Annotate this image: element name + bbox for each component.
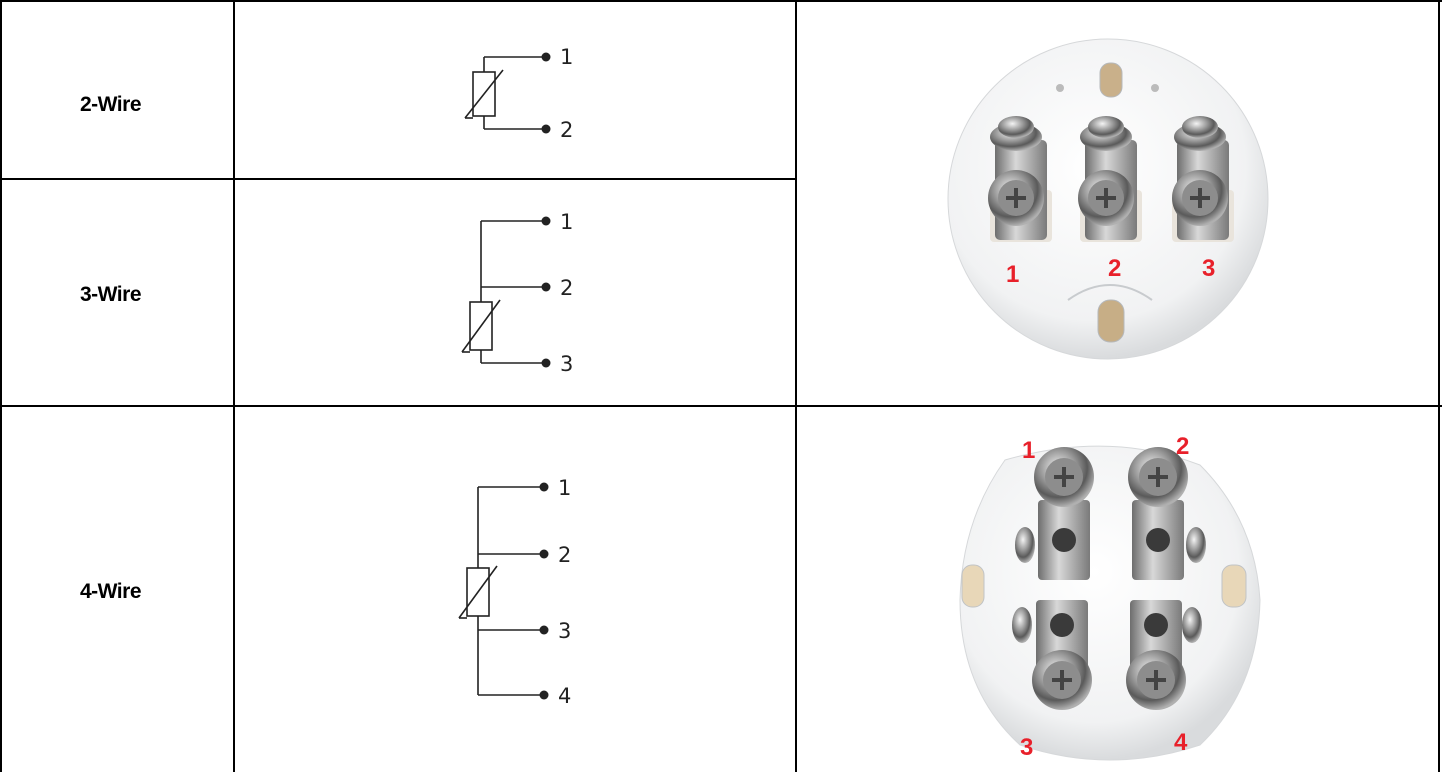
photo1-label-3: 3 [1202,255,1215,282]
table-border-top [0,0,1442,2]
terminal-4w-2: 2 [558,543,571,567]
terminal-4w-3: 3 [558,619,571,643]
col-divider-1 [233,0,235,772]
row-label-3-wire: 3-Wire [80,283,142,306]
terminal-2w-1: 1 [560,45,573,69]
row-label-2-wire: 2-Wire [80,93,142,116]
row-label-4-wire: 4-Wire [80,580,142,603]
table-border-left [0,0,2,772]
photo2-label-2: 2 [1176,433,1189,460]
terminal-4w-4: 4 [558,684,571,708]
table-border-right [1438,0,1440,772]
photo1-label-2: 2 [1108,255,1121,282]
row-divider-2 [0,405,1442,407]
row-divider-1 [0,178,797,180]
photo1-label-1: 1 [1006,261,1019,288]
terminal-3w-2: 2 [560,276,573,300]
terminal-3w-3: 3 [560,352,573,376]
photo2-label-1: 1 [1022,437,1035,464]
terminal-3w-1: 1 [560,210,573,234]
photo2-label-3: 3 [1020,734,1033,761]
col-divider-2 [795,0,797,772]
terminal-2w-2: 2 [560,118,573,142]
terminal-4w-1: 1 [558,476,571,500]
photo2-label-4: 4 [1174,729,1188,756]
